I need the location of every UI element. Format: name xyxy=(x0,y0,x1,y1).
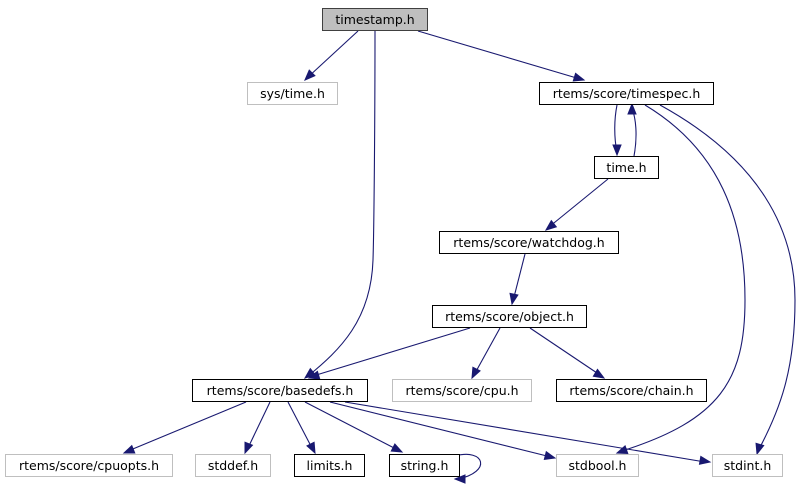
arrowhead-icon xyxy=(544,219,558,231)
edge-line xyxy=(306,30,359,79)
edge-line xyxy=(621,104,746,452)
node-stdint-h: stdint.h xyxy=(712,454,783,477)
node-rtems-score-cpu-h: rtems/score/cpu.h xyxy=(392,379,532,402)
edge-line xyxy=(127,401,247,452)
node-stddef-h: stddef.h xyxy=(195,454,271,477)
arrowhead-icon xyxy=(244,441,254,455)
edge-line xyxy=(454,453,482,480)
edge-time-to-timespec xyxy=(627,102,637,157)
arrowhead-icon xyxy=(122,444,136,454)
node-rtems-score-timespec-h[interactable]: rtems/score/timespec.h xyxy=(539,82,714,105)
arrowhead-icon xyxy=(307,370,321,380)
node-sys-time-h: sys/time.h xyxy=(247,82,338,105)
edge-line xyxy=(307,30,376,377)
arrowhead-icon xyxy=(390,443,404,453)
arrowhead-icon xyxy=(306,441,316,455)
edge-basedefs-to-cpuopts xyxy=(122,401,247,454)
edge-line xyxy=(659,104,796,452)
node-rtems-score-watchdog-h[interactable]: rtems/score/watchdog.h xyxy=(439,231,619,254)
edge-line xyxy=(344,401,706,463)
edge-line xyxy=(312,327,471,377)
arrowhead-icon xyxy=(303,367,317,379)
edge-line xyxy=(287,401,314,451)
node-rtems-score-object-h[interactable]: rtems/score/object.h xyxy=(432,305,587,328)
node-time-h[interactable]: time.h xyxy=(594,156,659,179)
edge-object-to-basedefs xyxy=(307,327,471,380)
edge-line xyxy=(529,327,601,376)
node-rtems-score-basedefs-h[interactable]: rtems/score/basedefs.h xyxy=(192,379,368,402)
node-timestamp-h: timestamp.h xyxy=(322,8,428,31)
edge-basedefs-to-limits xyxy=(287,401,316,455)
arrowhead-icon xyxy=(612,144,622,157)
arrowhead-icon xyxy=(627,102,637,115)
edge-basedefs-to-stdint xyxy=(344,401,712,465)
arrowhead-icon xyxy=(543,450,557,461)
edge-timestamp-to-timespec xyxy=(417,30,586,82)
edge-timespec-to-time xyxy=(612,104,622,157)
arrowhead-icon xyxy=(509,292,519,306)
edge-line xyxy=(304,401,399,451)
arrowhead-icon xyxy=(755,442,765,456)
edge-string-to-string xyxy=(453,453,482,484)
arrowhead-icon xyxy=(698,455,712,465)
edge-object-to-chain xyxy=(529,327,606,379)
arrowhead-icon xyxy=(471,366,481,380)
edge-object-to-cpu xyxy=(471,327,501,380)
edge-line xyxy=(246,401,271,451)
edge-watchdog-to-object xyxy=(509,253,526,306)
edge-line xyxy=(631,107,637,157)
node-limits-h[interactable]: limits.h xyxy=(294,454,365,477)
arrowhead-icon xyxy=(304,69,316,81)
edge-time-to-watchdog xyxy=(544,178,609,231)
arrowhead-icon xyxy=(615,445,629,455)
edge-basedefs-to-string xyxy=(304,401,404,453)
arrowhead-icon xyxy=(592,368,606,379)
edge-line xyxy=(512,253,526,302)
edge-basedefs-to-stddef xyxy=(244,401,271,455)
arrowhead-icon xyxy=(572,72,586,82)
edge-line xyxy=(417,30,581,80)
edge-basedefs-to-stdbool xyxy=(329,401,557,461)
edge-line xyxy=(329,401,552,458)
edge-timestamp-to-sys_time xyxy=(304,30,359,81)
node-string-h[interactable]: string.h xyxy=(389,454,460,477)
edge-timestamp-to-basedefs xyxy=(303,30,376,379)
edge-line xyxy=(473,327,501,376)
edge-timespec-to-stdbool xyxy=(615,104,746,455)
edge-timespec-to-stdint xyxy=(659,104,796,456)
node-stdbool-h: stdbool.h xyxy=(556,454,639,477)
edge-line xyxy=(548,178,609,228)
arrowhead-icon xyxy=(453,474,466,484)
node-rtems-score-chain-h[interactable]: rtems/score/chain.h xyxy=(556,379,707,402)
node-rtems-score-cpuopts-h: rtems/score/cpuopts.h xyxy=(5,454,173,477)
